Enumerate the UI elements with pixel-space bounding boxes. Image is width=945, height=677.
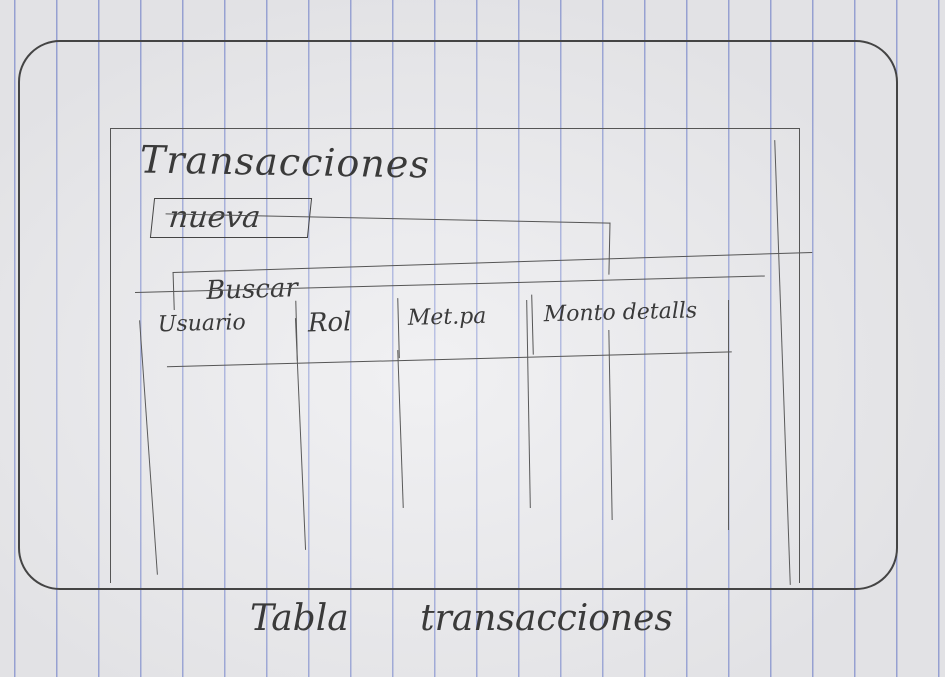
column-header-rol[interactable]: Rol [307,307,352,339]
column-header-metodo-pago[interactable]: Met.pa [407,303,487,331]
device-frame [18,40,898,590]
page-title: Transacciones [139,137,431,187]
header-underline [166,351,732,368]
column-line [728,300,729,530]
column-header-usuario[interactable]: Usuario [157,310,247,338]
column-divider [531,294,534,355]
table-header: Usuario Rol Met.pa Monto detalls [135,275,768,383]
transactions-table: Usuario Rol Met.pa Monto detalls [135,275,768,383]
transactions-panel [110,128,800,583]
screen-caption: Tabla transacciones [250,598,673,639]
column-header-monto-detalles[interactable]: Monto detalls [543,298,698,328]
